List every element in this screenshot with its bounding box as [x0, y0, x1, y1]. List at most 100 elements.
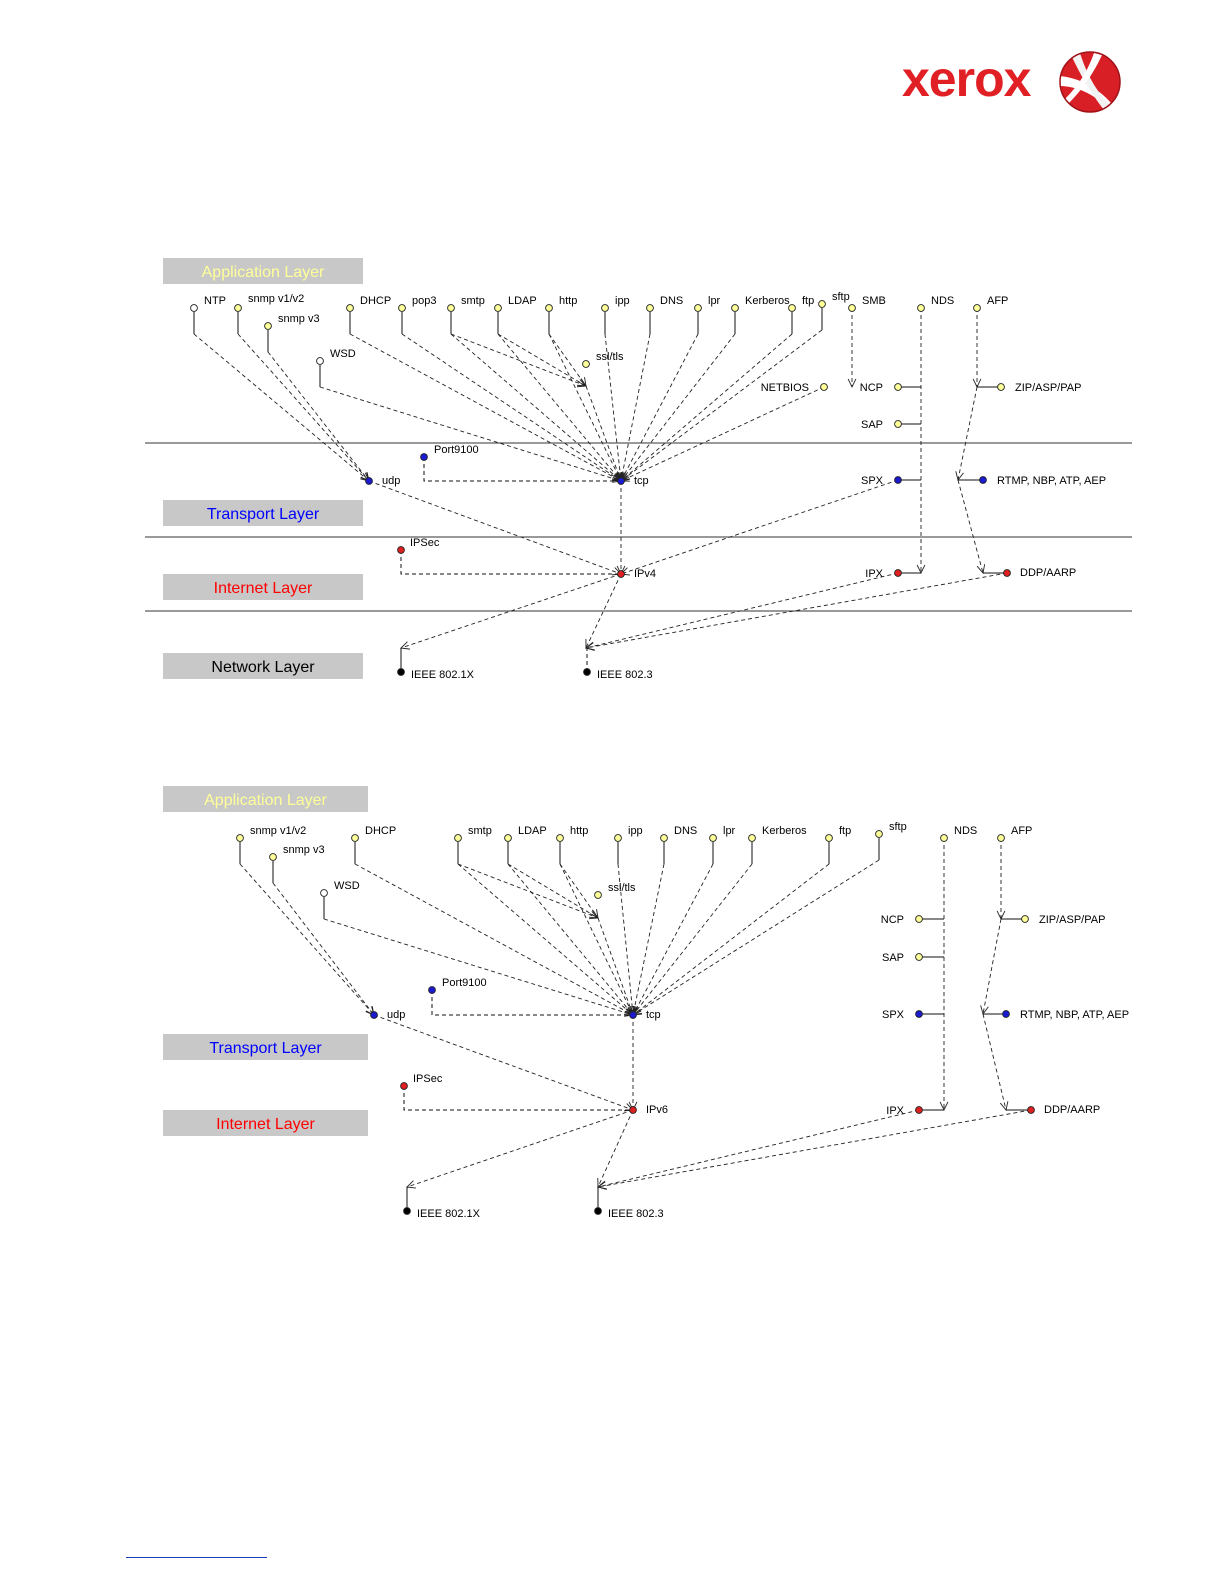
protocol-node-rtmp-nbp-atp-aep: RTMP, NBP, ATP, AEP	[979, 475, 1106, 487]
protocol-node-pop3: pop3	[398, 295, 436, 312]
edge-spx-ip	[620, 479, 899, 575]
node-dot	[709, 834, 717, 842]
node-label: SAP	[861, 419, 883, 431]
edge-ssl-tcp	[585, 385, 622, 482]
stub-port9100	[423, 457, 621, 482]
protocol-node-rtmp-nbp-atp-aep: RTMP, NBP, ATP, AEP	[1002, 1009, 1129, 1021]
node-dot	[694, 304, 702, 312]
layer-header-bg	[163, 653, 363, 679]
protocol-node-ssl-tls: ssl/tls	[582, 351, 624, 368]
edge-wsd-tcp	[319, 386, 622, 482]
node-label: DHCP	[360, 295, 391, 307]
node-label: AFP	[1011, 825, 1032, 837]
protocol-node-dhcp: DHCP	[346, 295, 391, 312]
node-label: WSD	[330, 348, 356, 360]
node-label: IEEE 802.1X	[411, 669, 475, 681]
node-dot	[398, 304, 406, 312]
protocol-node-nds: NDS	[940, 825, 977, 842]
protocol-node-http: http	[556, 825, 588, 842]
node-label: ipp	[615, 295, 630, 307]
protocol-node-port9100: Port9100	[428, 977, 487, 994]
protocol-node-ddp-aarp: DDP/AARP	[1027, 1104, 1100, 1116]
layer-header-internet-layer: Internet Layer	[163, 1110, 368, 1136]
node-label: tcp	[646, 1009, 661, 1021]
stub-port9100	[431, 990, 633, 1016]
node-dot	[316, 357, 324, 365]
node-dot	[997, 834, 1005, 842]
node-dot	[917, 304, 925, 312]
edge-rtmp-ddp	[982, 1013, 1007, 1111]
node-label: IEEE 802.1X	[417, 1208, 481, 1220]
protocol-node-sap: SAP	[861, 419, 902, 431]
protocol-node-ieee-802-3: IEEE 802.3	[594, 1207, 664, 1220]
node-label: SMB	[862, 295, 886, 307]
edge-sftp-tcp	[632, 859, 880, 1016]
node-label: ftp	[802, 295, 814, 307]
node-label: NCP	[881, 914, 904, 926]
node-dot	[979, 476, 987, 484]
protocol-node-ieee-802-1x: IEEE 802.1X	[403, 1207, 481, 1220]
node-label: smtp	[461, 295, 485, 307]
edge-ipp-tcp	[604, 333, 622, 482]
node-dot	[1021, 915, 1029, 923]
protocol-node-ncp: NCP	[860, 382, 902, 394]
protocol-node-ipv6: IPv6	[629, 1104, 668, 1116]
layer-header-bg	[163, 1110, 368, 1136]
node-label: sftp	[832, 291, 850, 303]
protocol-node-ipx: IPX	[865, 568, 902, 580]
node-label: lpr	[723, 825, 736, 837]
protocol-node-udp: udp	[365, 475, 400, 487]
stub-ieee8023	[586, 647, 588, 672]
node-label: DNS	[674, 825, 697, 837]
node-dot	[269, 853, 277, 861]
edge-ipx-net	[597, 1109, 920, 1188]
protocol-node-ieee-802-3: IEEE 802.3	[583, 668, 653, 681]
protocol-node-ldap: LDAP	[494, 295, 537, 312]
edge-ldap-ssl	[507, 863, 599, 919]
node-dot	[594, 1207, 602, 1215]
node-dot	[234, 304, 242, 312]
node-label: ZIP/ASP/PAP	[1039, 914, 1105, 926]
edge-pop3-tcp	[401, 333, 622, 482]
protocol-node-snmp-v1-v2: snmp v1/v2	[236, 825, 306, 842]
edge-ip-netl	[400, 573, 622, 649]
node-dot	[940, 834, 948, 842]
node-label: Port9100	[434, 444, 479, 456]
edge-lpr-tcp	[620, 333, 699, 482]
protocol-node-dhcp: DHCP	[351, 825, 396, 842]
layer-header-bg	[163, 1034, 368, 1060]
node-label: DDP/AARP	[1020, 567, 1076, 579]
node-dot	[494, 304, 502, 312]
edge-ddp-net	[585, 572, 1008, 649]
arrowhead	[406, 1180, 416, 1189]
protocol-node-dns: DNS	[660, 825, 697, 842]
node-label: LDAP	[508, 295, 537, 307]
protocol-node-sftp: sftp	[818, 291, 850, 308]
node-dot	[582, 360, 590, 368]
edge-sftp-tcp	[620, 329, 823, 482]
edge-ldap-tcp	[507, 863, 634, 1016]
xerox-logo: xerox	[902, 51, 1121, 113]
node-dot	[264, 322, 272, 330]
node-label: pop3	[412, 295, 436, 307]
edge-dhcp-tcp	[354, 863, 634, 1016]
node-dot	[848, 304, 856, 312]
layer-header-bg	[163, 574, 363, 600]
node-dot	[594, 891, 602, 899]
edge-dns-tcp	[632, 863, 665, 1016]
protocol-node-snmp-v1-v2: snmp v1/v2	[234, 293, 304, 312]
edge-http-ssl	[559, 863, 599, 919]
node-dot	[617, 570, 625, 578]
node-label: ZIP/ASP/PAP	[1015, 382, 1081, 394]
layer-header-label: Transport Layer	[209, 1040, 322, 1057]
node-dot	[320, 889, 328, 897]
edge-udp-ip	[368, 480, 622, 575]
layer-header-label: Network Layer	[211, 659, 315, 676]
protocol-node-smb: SMB	[848, 295, 886, 312]
node-dot	[894, 383, 902, 391]
node-dot	[397, 668, 405, 676]
node-dot	[915, 915, 923, 923]
node-dot	[447, 304, 455, 312]
edge-smtp-ssl	[450, 333, 587, 387]
protocol-node-lpr: lpr	[709, 825, 736, 842]
